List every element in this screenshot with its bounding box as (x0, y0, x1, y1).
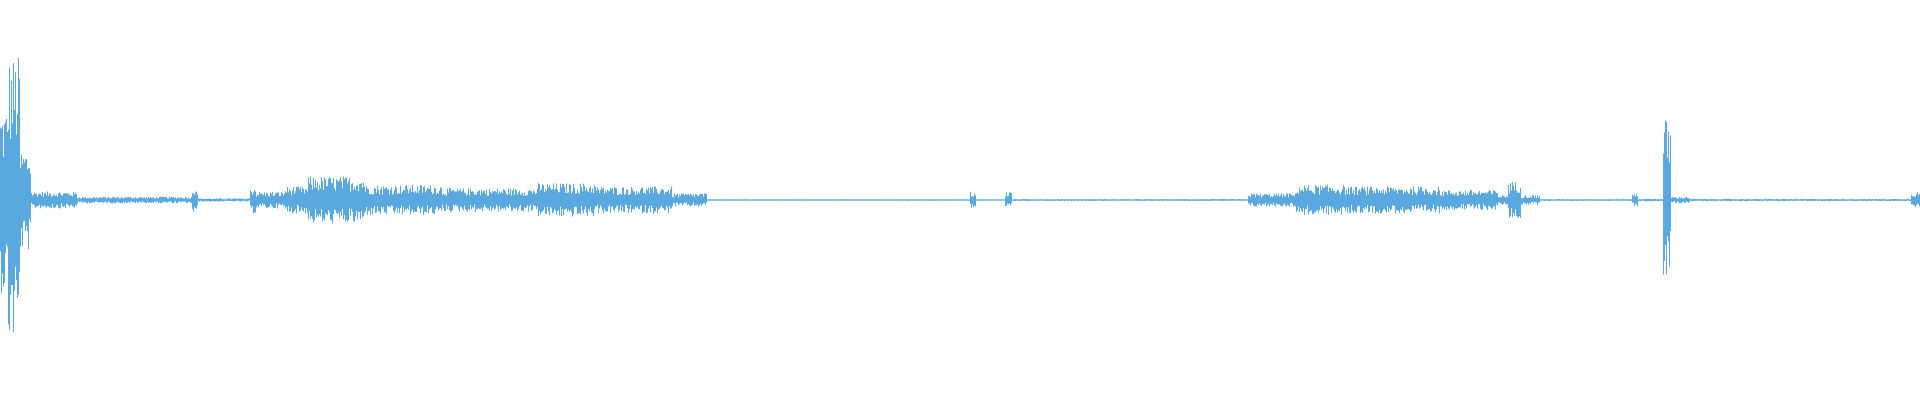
waveform-samples (0, 58, 1920, 333)
waveform-path (0, 58, 1920, 333)
